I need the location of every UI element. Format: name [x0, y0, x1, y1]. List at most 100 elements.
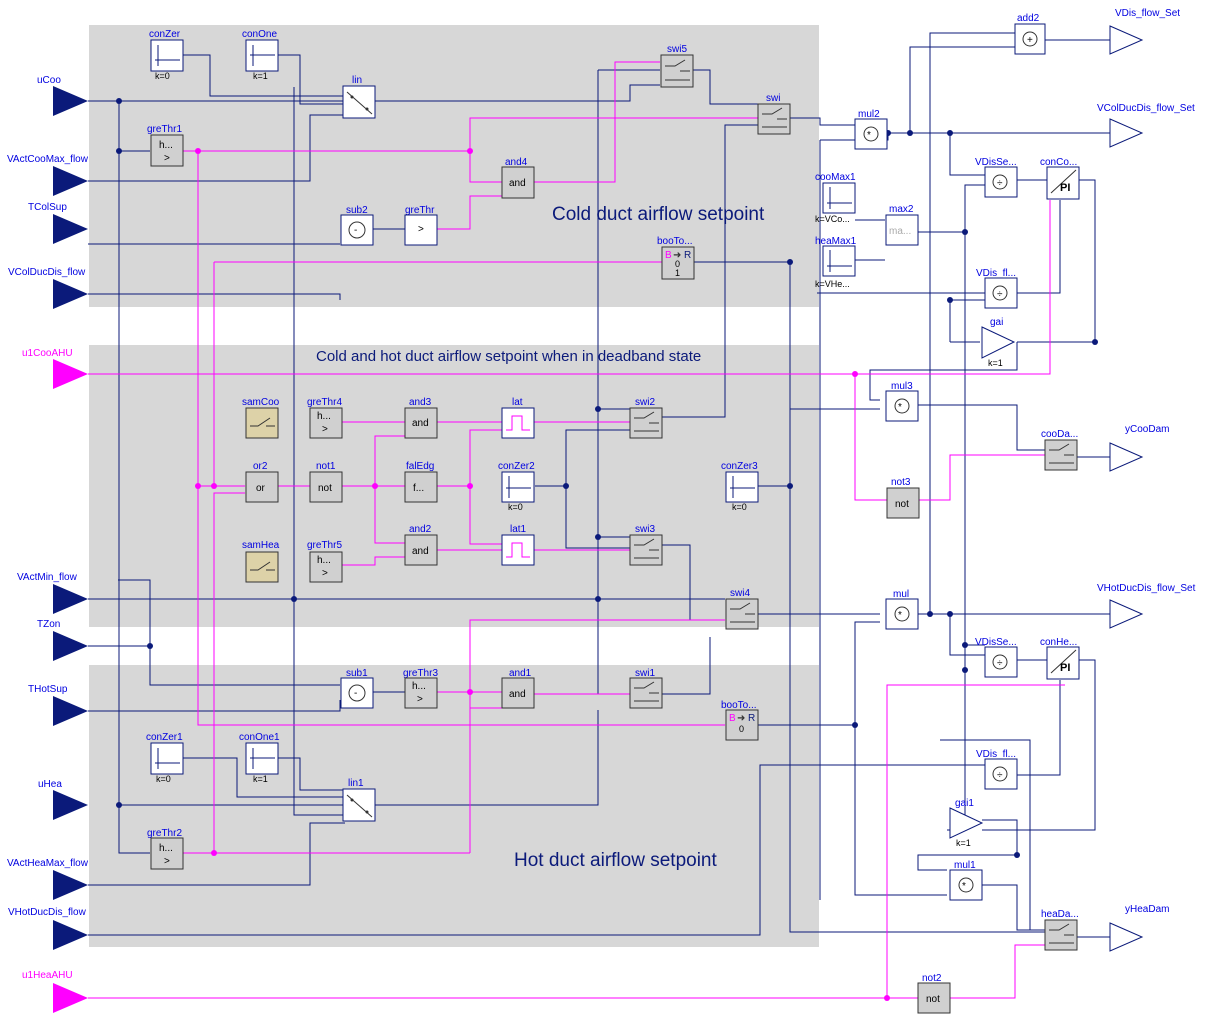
block-greThr5[interactable]: greThr5 h... > [307, 540, 343, 583]
output-VHotDucDis-port [1109, 599, 1144, 629]
input-THotSup-label: THotSup [28, 684, 68, 695]
block-lat1[interactable]: lat1 [501, 524, 535, 566]
block-greThr1[interactable]: greThr1 h... > [147, 124, 184, 167]
block-gai[interactable]: gai k=1 [981, 317, 1016, 368]
block-cooDa[interactable]: cooDa... [1041, 429, 1078, 471]
svg-text:max2: max2 [889, 204, 914, 215]
block-conHe[interactable]: conHe... PI [1040, 637, 1080, 680]
svg-text:and: and [412, 418, 429, 429]
svg-text:÷: ÷ [997, 289, 1003, 300]
input-ports: uCoo VActCooMax_flow TColSup VColDucDis_… [7, 75, 89, 1013]
svg-text:swi5: swi5 [667, 44, 687, 55]
block-and4[interactable]: and4 and [501, 157, 535, 199]
svg-text:and2: and2 [409, 524, 432, 535]
cold-section-title: Cold duct airflow setpoint [552, 204, 765, 225]
block-lin1[interactable]: lin1 [342, 778, 376, 822]
block-not2[interactable]: not2 not [917, 973, 951, 1014]
output-VDis-label: VDis_flow_Set [1115, 8, 1180, 19]
block-conOne1[interactable]: conOne1 k=1 [239, 732, 280, 784]
block-add2[interactable]: add2 + [1014, 13, 1046, 55]
block-samCoo[interactable]: samCoo [242, 397, 280, 439]
block-booTo2[interactable]: booTo... B ➜ R 0 [721, 700, 759, 741]
svg-text:and1: and1 [509, 668, 532, 679]
input-VActHeaMax-port [53, 870, 88, 900]
svg-text:VDisSe...: VDisSe... [975, 157, 1017, 168]
svg-text:VDis_fl...: VDis_fl... [976, 749, 1016, 760]
svg-text:>: > [164, 153, 170, 164]
svg-text:lat1: lat1 [510, 524, 527, 535]
block-samHea[interactable]: samHea [242, 540, 280, 583]
output-yHeaDam-label: yHeaDam [1125, 904, 1169, 915]
input-uHea-port [53, 790, 88, 820]
block-lin[interactable]: lin [342, 75, 376, 119]
svg-text:*: * [898, 402, 902, 413]
block-conOne[interactable]: conOne k=1 [242, 29, 279, 81]
block-lat[interactable]: lat [501, 397, 535, 439]
svg-text:lin1: lin1 [348, 778, 364, 789]
block-gai1[interactable]: gai1 k=1 [949, 798, 984, 848]
block-greThr[interactable]: greThr > [404, 205, 438, 246]
block-or2[interactable]: or2 or [245, 461, 279, 503]
input-TZon-port [53, 631, 88, 661]
block-mul2[interactable]: mul2 * [854, 109, 888, 150]
svg-text:PI: PI [1060, 182, 1070, 194]
block-greThr2[interactable]: greThr2 h... > [147, 828, 184, 870]
block-booTo1[interactable]: booTo... B ➜ R 0 1 [657, 236, 695, 280]
block-VDisSe1[interactable]: VDisSe... ÷ [975, 157, 1018, 198]
svg-text:k=0: k=0 [732, 502, 747, 512]
hot-duct-region [89, 665, 819, 947]
svg-text:and3: and3 [409, 397, 432, 408]
input-THotSup-port [53, 696, 88, 726]
block-not3[interactable]: not3 not [886, 477, 920, 519]
block-and3[interactable]: and3 and [404, 397, 438, 439]
block-swi1[interactable]: swi1 [629, 668, 663, 709]
output-VColDucDis-label: VColDucDis_flow_Set [1097, 103, 1195, 114]
svg-text:PI: PI [1060, 662, 1070, 674]
svg-text:sub2: sub2 [346, 205, 368, 216]
block-not1[interactable]: not1 not [309, 461, 343, 503]
svg-text:B: B [729, 713, 736, 724]
input-TColSup-port [53, 214, 88, 244]
svg-text:swi: swi [766, 93, 780, 104]
svg-text:greThr5: greThr5 [307, 540, 342, 551]
svg-text:greThr4: greThr4 [307, 397, 342, 408]
block-conZer[interactable]: conZer k=0 [149, 29, 184, 81]
block-VDisfl2[interactable]: VDis_fl... ÷ [976, 749, 1018, 790]
block-and1[interactable]: and1 and [501, 668, 535, 709]
block-greThr3[interactable]: greThr3 h... > [403, 668, 438, 709]
svg-text:÷: ÷ [997, 178, 1003, 189]
block-swi3[interactable]: swi3 [629, 524, 663, 566]
block-VDisfl1[interactable]: VDis_fl... ÷ [976, 268, 1018, 309]
junction-dots [116, 98, 1098, 1001]
block-swi2[interactable]: swi2 [629, 397, 663, 439]
block-greThr4[interactable]: greThr4 h... > [307, 397, 343, 439]
block-mul3[interactable]: mul3 * [885, 381, 919, 422]
block-mul1[interactable]: mul1 * [949, 860, 983, 901]
svg-text:mul2: mul2 [858, 109, 880, 120]
block-heaMax1[interactable]: heaMax1 k=VHe... [815, 236, 857, 289]
output-yCooDam-label: yCooDam [1125, 424, 1169, 435]
block-conCo[interactable]: conCo... PI [1040, 157, 1080, 200]
svg-text:conHe...: conHe... [1040, 637, 1077, 648]
input-VActMin-label: VActMin_flow [17, 572, 78, 583]
block-swi5[interactable]: swi5 [660, 44, 694, 88]
block-sub1[interactable]: sub1 - [340, 668, 374, 709]
block-conZer3[interactable]: conZer3 k=0 [721, 461, 759, 512]
block-swi[interactable]: swi [757, 93, 791, 135]
block-mul[interactable]: mul * [885, 589, 919, 630]
block-conZer2[interactable]: conZer2 k=0 [498, 461, 535, 512]
svg-text:samHea: samHea [242, 540, 280, 551]
svg-text:÷: ÷ [997, 770, 1003, 781]
block-max2[interactable]: max2 ma... [885, 204, 919, 246]
block-conZer1[interactable]: conZer1 k=0 [146, 732, 184, 784]
block-sub2[interactable]: sub2 - [340, 205, 374, 246]
svg-text:h...: h... [159, 843, 173, 854]
block-cooMax1[interactable]: cooMax1 k=VCo... [815, 172, 856, 224]
svg-text:conZer2: conZer2 [498, 461, 535, 472]
block-and2[interactable]: and2 and [404, 524, 438, 566]
block-falEdg[interactable]: falEdg f... [404, 461, 438, 503]
block-VDisSe2[interactable]: VDisSe... ÷ [975, 637, 1018, 678]
block-swi4[interactable]: swi4 [725, 588, 759, 630]
output-VDis-port [1109, 25, 1144, 55]
block-heaDa[interactable]: heaDa... [1041, 909, 1079, 951]
